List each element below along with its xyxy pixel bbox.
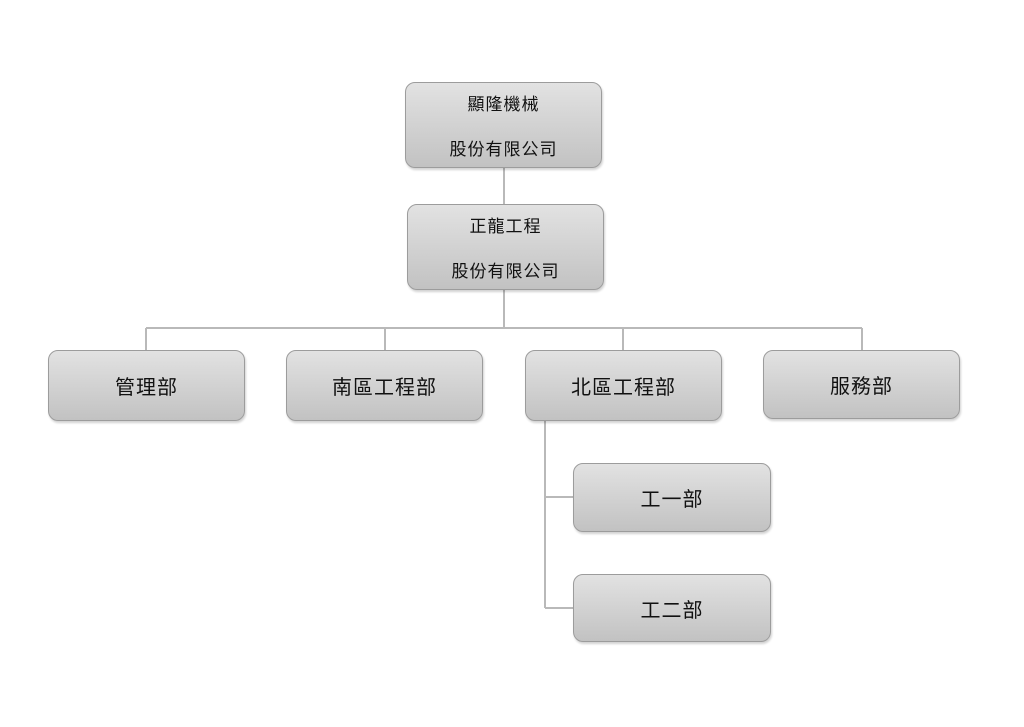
org-node-unit-works-1: 工一部 [573, 463, 771, 532]
department-label: 南區工程部 [332, 375, 437, 399]
org-node-department-south-engineering: 南區工程部 [286, 350, 483, 421]
org-node-root-company: 顯隆機械 股份有限公司 [405, 82, 602, 168]
unit-label: 工一部 [640, 487, 704, 511]
org-node-department-management: 管理部 [48, 350, 245, 421]
department-label: 北區工程部 [571, 375, 676, 399]
root-company-type: 股份有限公司 [449, 140, 558, 160]
org-node-subsidiary-company: 正龍工程 股份有限公司 [407, 204, 604, 290]
subsidiary-company-type: 股份有限公司 [451, 262, 560, 282]
unit-label: 工二部 [640, 597, 704, 622]
department-label: 服務部 [830, 374, 893, 398]
subsidiary-company-name: 正龍工程 [469, 217, 542, 237]
org-node-unit-works-2: 工二部 [573, 574, 771, 642]
org-node-department-service: 服務部 [763, 350, 960, 419]
department-label: 管理部 [115, 375, 178, 399]
root-company-name: 顯隆機械 [467, 95, 540, 115]
org-node-department-north-engineering: 北區工程部 [525, 350, 722, 421]
